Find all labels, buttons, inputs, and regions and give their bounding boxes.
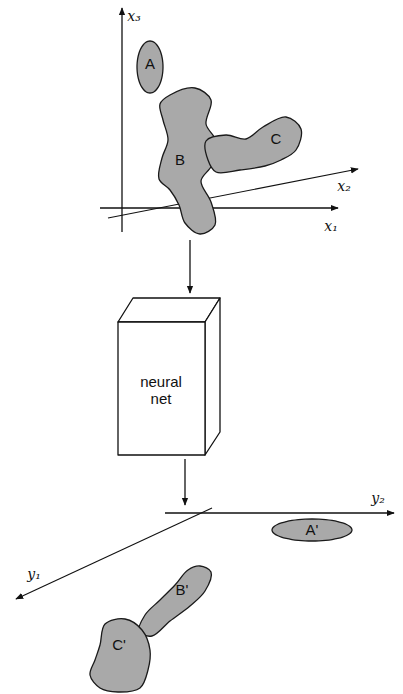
blob-outline: [86, 615, 154, 694]
region-letter: C: [271, 130, 282, 147]
cluster-region: A: [133, 37, 167, 97]
x3-axis: [121, 8, 122, 232]
blob-shape: [272, 519, 352, 541]
x1-axis: [100, 207, 338, 208]
blob-outline: [135, 562, 215, 640]
mapped-region: B': [135, 562, 215, 640]
cube-face: [118, 322, 205, 455]
cube-face: [118, 298, 220, 322]
blob-shape: [90, 619, 150, 692]
region-letter: B': [176, 581, 189, 598]
blob-shape: [205, 117, 302, 173]
cluster-region: C: [202, 113, 305, 176]
axis-label: y₂: [371, 490, 385, 506]
region-letter: A': [306, 521, 319, 538]
blob-outline: [202, 113, 305, 176]
region-letter: A: [145, 55, 155, 72]
neural-net-box: neural net: [116, 296, 222, 457]
mapped-region: A': [268, 515, 356, 545]
box-label: neural net: [130, 373, 192, 408]
y1-axis: [16, 508, 212, 599]
mapped-region: C': [86, 615, 154, 694]
blob-shape: [139, 566, 212, 636]
blob-shape: [137, 41, 163, 93]
axis-label: x₁: [324, 218, 338, 234]
x2-axis: [108, 169, 358, 218]
flow-arrow: [184, 459, 185, 505]
region-letter: B: [175, 151, 185, 168]
cube-face: [205, 298, 220, 455]
axis-label: x₃: [127, 8, 141, 24]
axis-label: y₁: [27, 566, 41, 582]
axis-label: x₂: [337, 178, 351, 194]
flow-arrow: [189, 240, 190, 293]
region-letter: C': [112, 636, 126, 653]
